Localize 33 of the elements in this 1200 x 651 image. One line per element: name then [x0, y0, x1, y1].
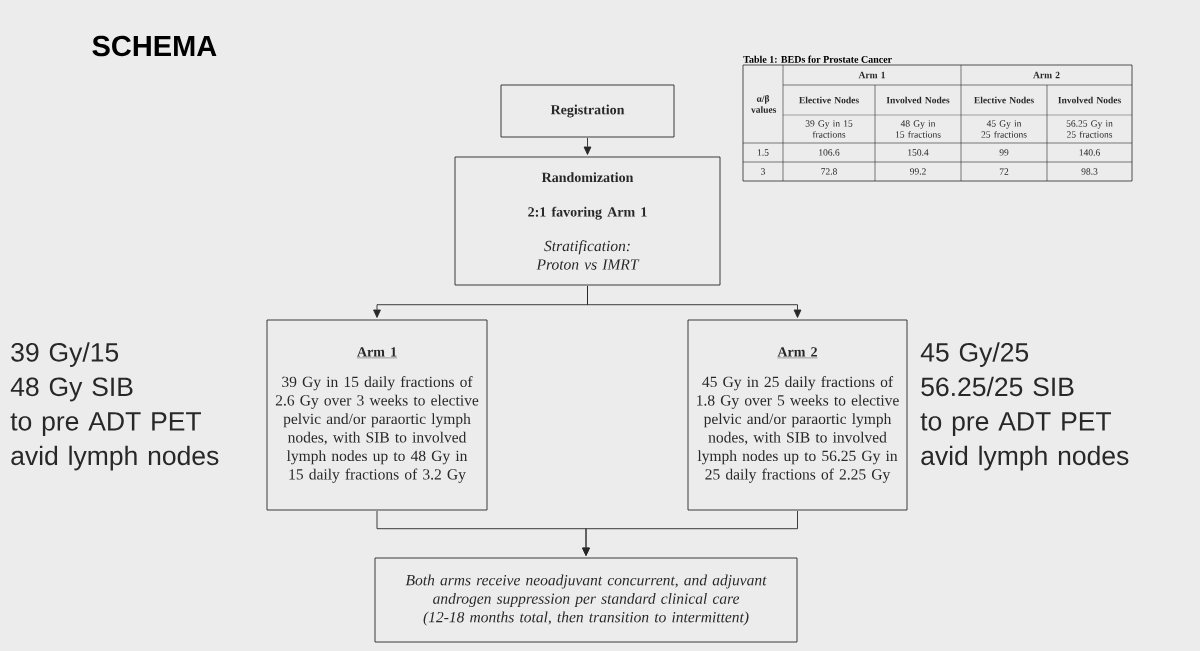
- arrow: [587, 285, 802, 318]
- table-cell: 48 Gy in 15 fractions: [895, 120, 941, 138]
- table-cell: 72: [999, 168, 1009, 175]
- table-cell: 56.25 Gy in 25 fractions: [1066, 120, 1113, 138]
- arrow: [583, 137, 592, 155]
- table-cell: 99: [999, 149, 1009, 156]
- table-cell: 140.6: [1079, 149, 1100, 156]
- process-box: Registration: [500, 84, 675, 138]
- table-cell: 106.6: [819, 149, 840, 156]
- table-cell: 1.5: [757, 149, 769, 156]
- table-cell: 98.3: [1081, 168, 1098, 175]
- table-cell: Arm 2: [1033, 71, 1060, 79]
- side-note: 39 Gy/15 48 Gy SIB to pre ADT PET avid lymph nodes: [10, 342, 219, 471]
- table-cell: Arm 1: [858, 71, 885, 79]
- table-cell: Elective Nodes: [799, 96, 859, 104]
- table-cell: Involved Nodes: [1058, 96, 1121, 104]
- table-cell: 45 Gy in 25 fractions: [981, 120, 1027, 138]
- table-cell: 99.2: [910, 168, 926, 175]
- table-caption: Table 1: BEDs for Prostate Cancer: [743, 55, 892, 63]
- arrow: [582, 510, 798, 556]
- table-cell: 39 Gy in 15 fractions: [805, 120, 853, 138]
- table-cell: Elective Nodes: [974, 96, 1034, 104]
- process-box: Both arms receive neoadjuvant concurrent, and adjuvant androgen suppression per standard clinical care (12-18 months total, then transition to intermittent): [374, 557, 798, 643]
- table-cell: α/β values: [751, 95, 777, 113]
- heading: SCHEMA: [92, 35, 217, 57]
- table-cell: 72.8: [821, 168, 837, 175]
- table-cell: 150.4: [908, 149, 929, 156]
- side-note: 45 Gy/25 56.25/25 SIB to pre ADT PET avid lymph nodes: [920, 342, 1129, 471]
- table-cell: Involved Nodes: [886, 96, 950, 104]
- process-box: Arm 2 45 Gy in 25 daily fractions of 1.8 Gy over 5 weeks to elective pelvic and/or paraortic lymph nodes, with SIB to involved lymph nodes up to 56.25 Gy in 25 daily fractions of 2.25 Gy: [687, 319, 908, 511]
- process-box: Randomization 2:1 favoring Arm 1 Stratification: Proton vs IMRT: [454, 156, 721, 286]
- process-box: Arm 1 39 Gy in 15 daily fractions of 2.6 Gy over 3 weeks to elective pelvic and/or paraortic lymph nodes, with SIB to involved lymph nodes up to 48 Gy in 15 daily fractions of 3.2 Gy: [266, 319, 488, 511]
- table-cell: 3: [761, 168, 765, 175]
